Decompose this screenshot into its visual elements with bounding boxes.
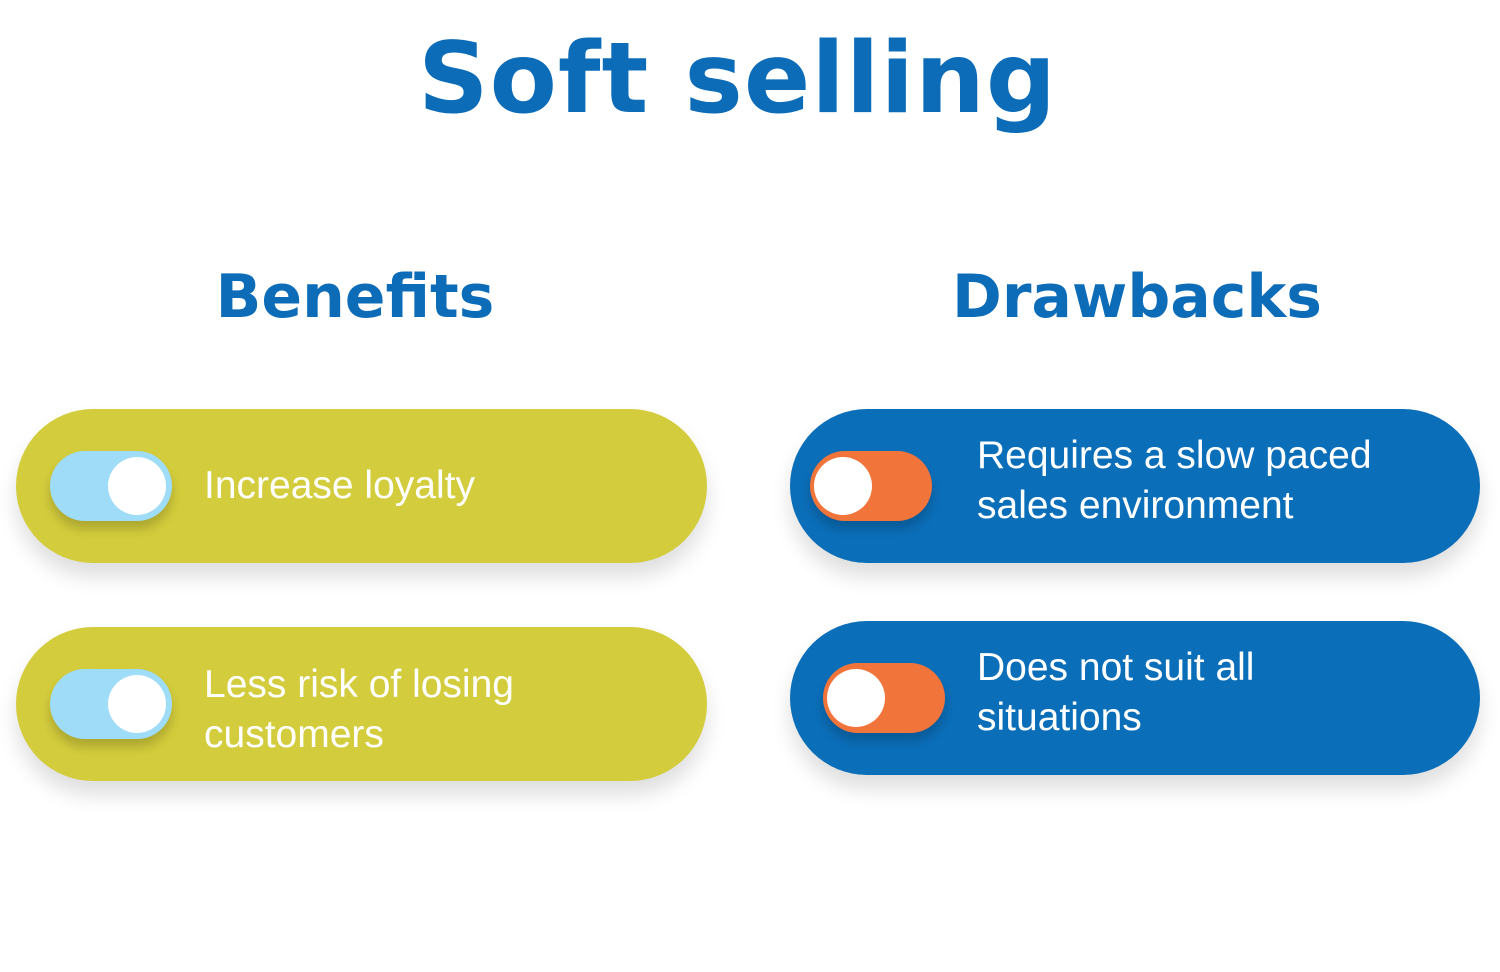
benefits-heading: Benefits [215,262,495,332]
drawback-label: Requires a slow paced sales environment [977,434,1372,527]
drawbacks-heading: Drawbacks [952,262,1322,332]
toggle-on-icon [50,669,172,739]
drawback-item: Requires a slow paced sales environment [790,409,1480,563]
toggle-off-icon [810,451,932,521]
toggle-off-icon [823,663,945,733]
toggle-knob [108,675,166,733]
drawback-label: Does not suit all situations [977,646,1255,739]
drawback-item: Does not suit all situations [790,621,1480,775]
toggle-knob [108,457,166,515]
page-title: Soft selling [418,22,1057,136]
toggle-knob [827,669,885,727]
toggle-knob [814,457,872,515]
toggle-on-icon [50,451,172,521]
benefit-label: Less risk of losing customers [204,663,514,756]
benefit-label: Increase loyalty [204,464,475,507]
benefit-item: Less risk of losing customers [16,627,707,781]
benefit-item: Increase loyalty [16,409,707,563]
